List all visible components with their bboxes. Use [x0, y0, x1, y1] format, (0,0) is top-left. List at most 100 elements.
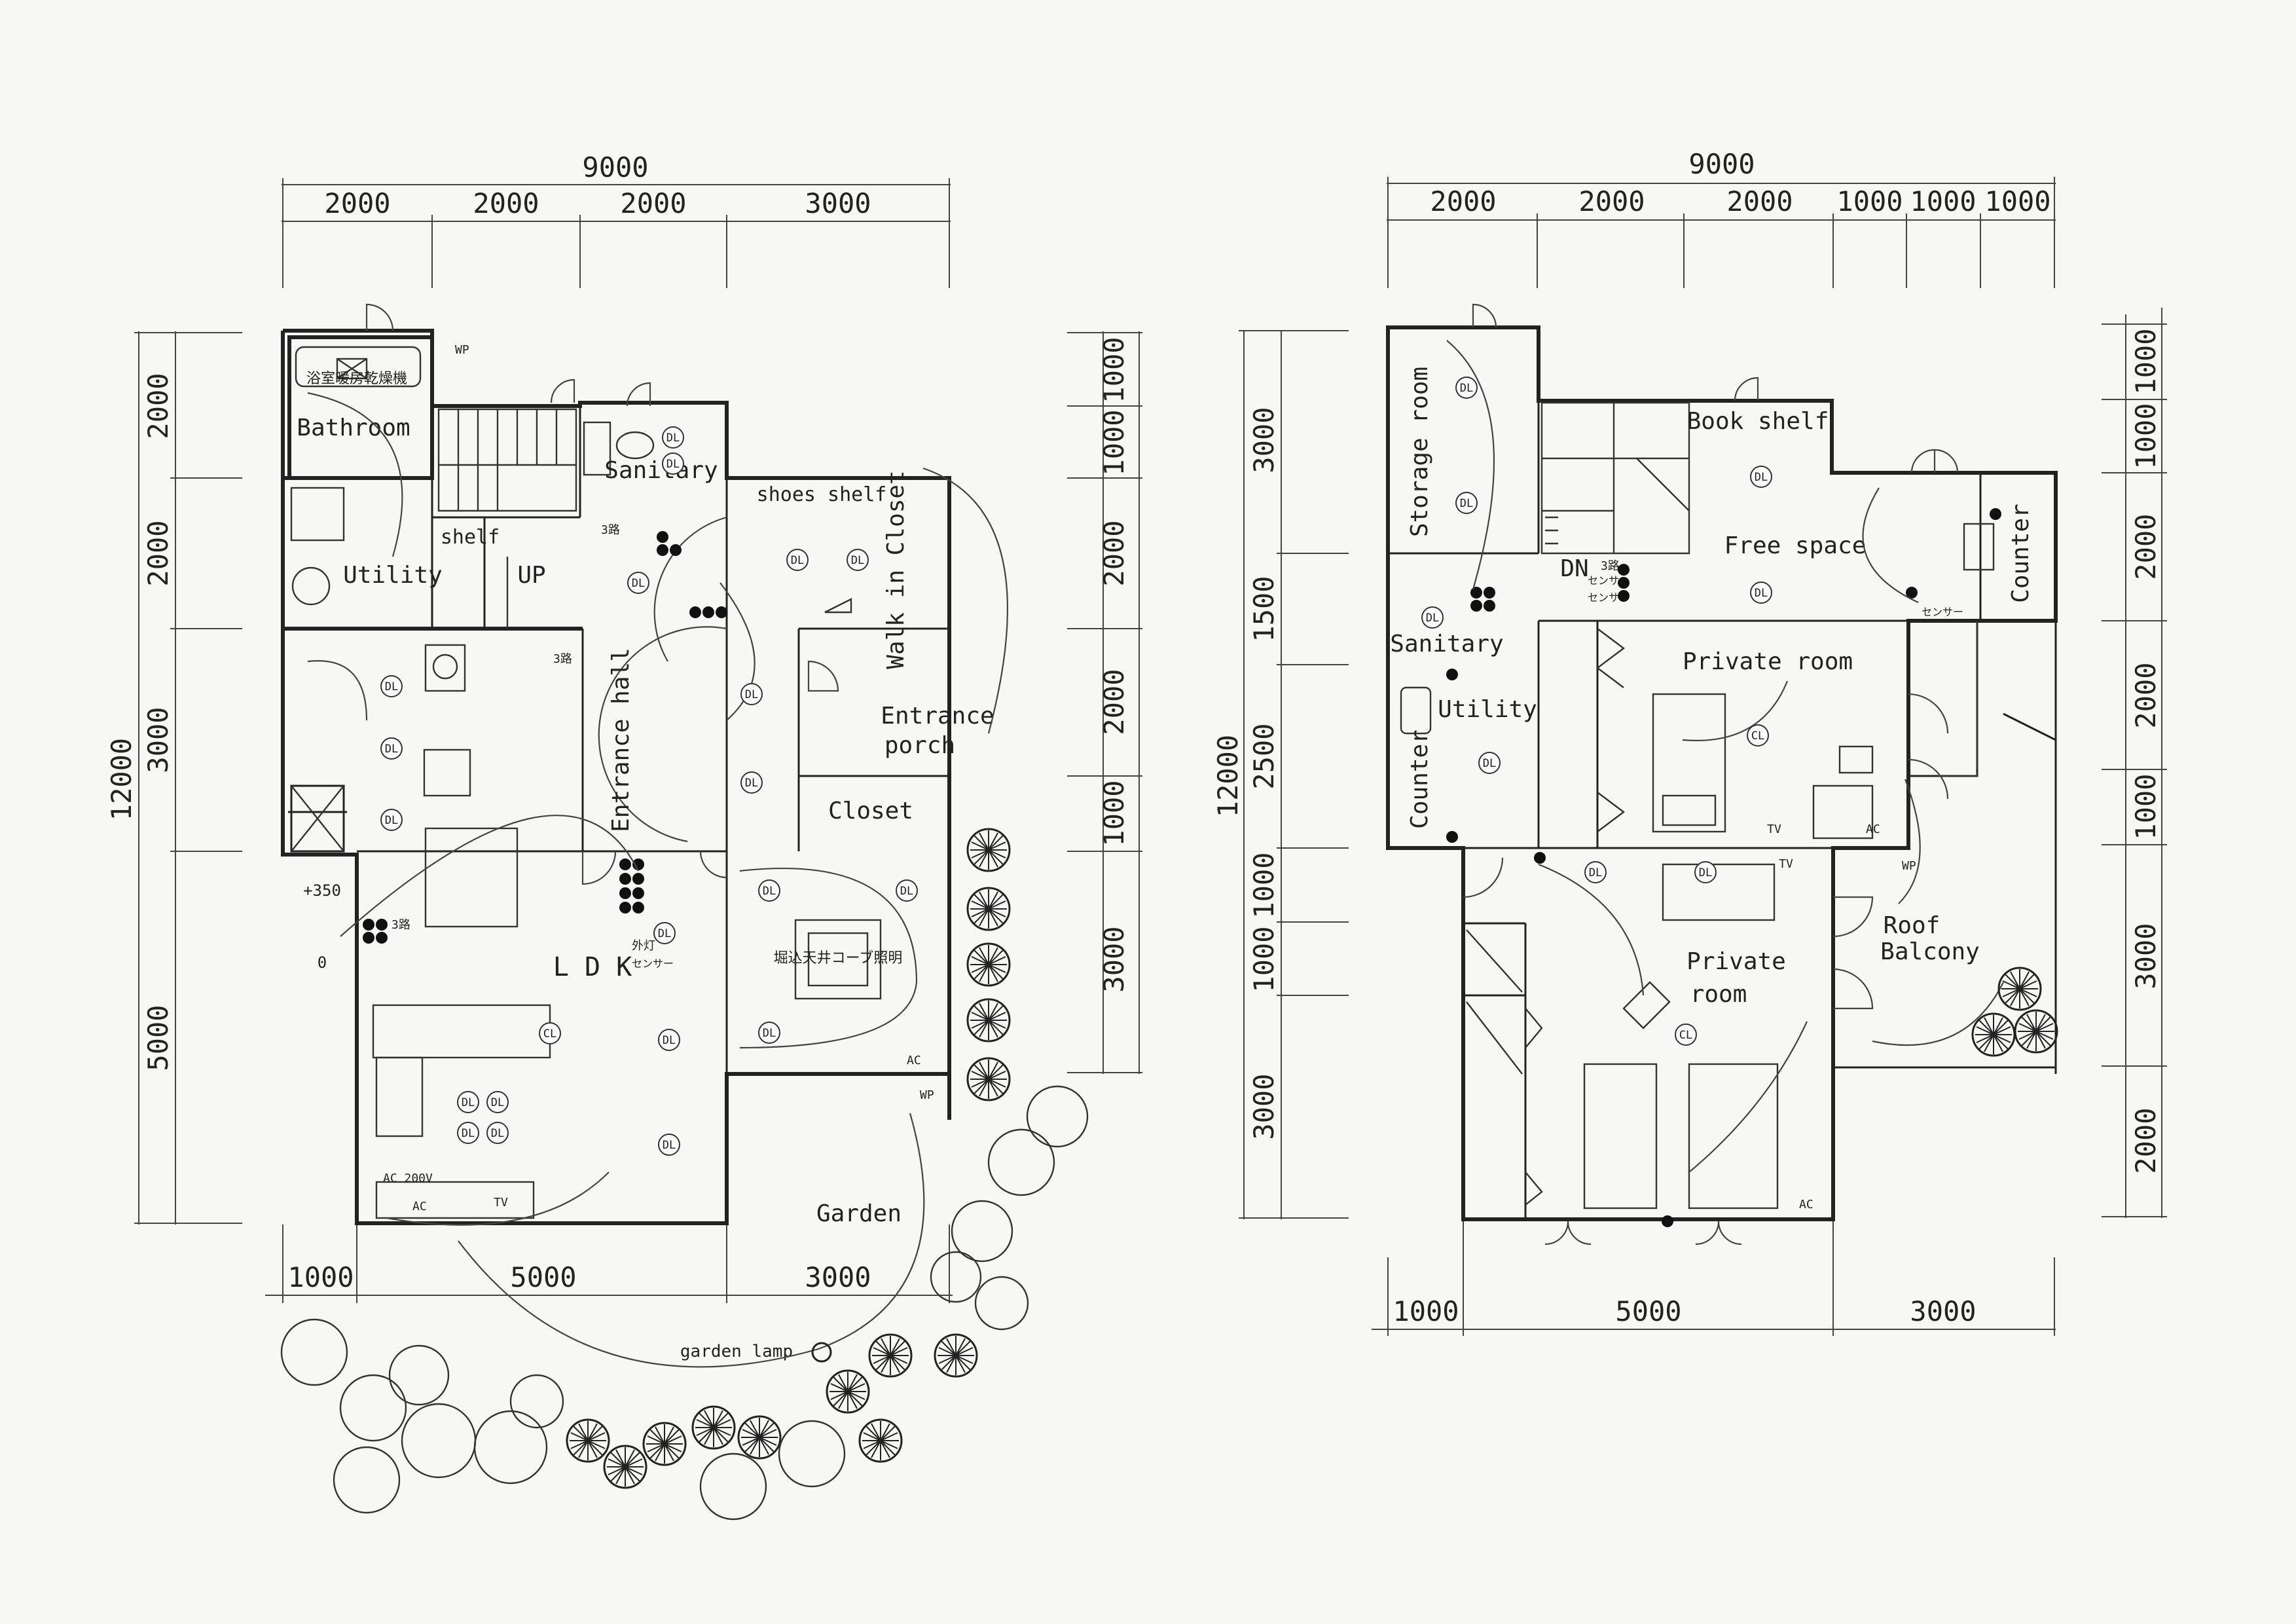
fixture-symbol-label: DL	[851, 554, 864, 567]
upper-right-seg-6: 3000	[2130, 923, 2162, 989]
upper-top-dimensions: 9000 2000 2000 2000 1000 1000 1000	[1387, 148, 2056, 288]
fixture-symbol-label: DL	[1589, 866, 1602, 879]
downlight-symbol: DL	[658, 1029, 680, 1051]
ground-sanitary-label: Sanitary	[604, 457, 718, 484]
downlight-symbol: DL	[658, 1134, 680, 1156]
bathroom-label: Bathroom	[297, 415, 410, 441]
upper-right-seg-4: 2000	[2130, 662, 2162, 728]
ground-outdoor-light: 外灯	[632, 939, 655, 953]
ground-walls	[281, 329, 951, 1225]
fixture-symbol-label: DL	[745, 688, 758, 701]
ground-bottom-seg-3: 3000	[805, 1261, 871, 1293]
ground-bottom-seg-1: 1000	[287, 1261, 354, 1293]
fixture-symbol-label: CL	[543, 1027, 556, 1041]
ground-electrical-labels: WP WP AC AC AC 200V TV 3路 3路 3路 外灯 センサー	[383, 343, 934, 1213]
ldk-label: L D K	[553, 952, 632, 982]
ground-bottom-dimensions: 1000 5000 3000	[265, 1225, 953, 1303]
private-room-1-label: Private room	[1683, 648, 1853, 675]
downlight-symbol: DL	[457, 1122, 479, 1144]
ground-wp-2: WP	[920, 1088, 934, 1102]
upper-ac-1: AC	[1866, 822, 1880, 836]
fixture-symbol-label: DL	[658, 927, 671, 940]
fixture-symbol-label: DL	[462, 1127, 475, 1140]
upper-furniture	[1400, 523, 1995, 1209]
ground-ac-2: AC	[907, 1054, 921, 1067]
ceiling-light-symbol: CL	[1675, 1024, 1697, 1046]
upper-top-seg-4: 1000	[1836, 185, 1903, 217]
entrance-hall-label: Entrance hall	[608, 648, 634, 832]
ground-left-total: 12000	[105, 738, 137, 821]
fixture-symbol-label: DL	[385, 814, 398, 827]
upper-right-seg-3: 2000	[2130, 513, 2162, 580]
downlight-symbol: DL	[758, 1022, 780, 1044]
walk-in-closet-label: Walk in Closet	[883, 470, 909, 669]
ground-doors	[365, 303, 839, 885]
ground-room-labels: 浴室暖房乾燥機 Bathroom Utility shelf Sanitary …	[297, 371, 994, 1361]
fixture-symbol-label: DL	[1460, 382, 1473, 395]
ground-left-seg-4: 5000	[142, 1005, 174, 1071]
ground-ac200: AC 200V	[383, 1172, 433, 1185]
fixture-symbol-label: DL	[663, 1139, 676, 1152]
downlight-symbol: DL	[1694, 861, 1717, 883]
fixture-symbol-label: DL	[900, 885, 913, 898]
upper-tv-2: TV	[1779, 857, 1793, 871]
shoes-shelf-label: shoes shelf	[757, 483, 887, 506]
upper-walls	[1386, 325, 2058, 1221]
upper-sensor-3: センサー	[1922, 606, 1963, 618]
book-shelf-label: Book shelf	[1687, 408, 1829, 435]
upper-right-seg-5: 1000	[2130, 773, 2162, 840]
ground-right-seg-6: 3000	[1098, 926, 1130, 992]
entrance-porch-label-2: porch	[884, 732, 955, 759]
upper-left-seg-3: 2500	[1248, 723, 1280, 789]
ground-fixtures	[290, 346, 882, 1219]
upper-top-seg-1: 2000	[1430, 185, 1496, 217]
upper-wiring	[1446, 340, 2004, 1173]
fixture-symbol-label: DL	[1426, 612, 1439, 625]
downlight-symbol: DL	[740, 683, 763, 705]
downlight-symbol: DL	[662, 426, 684, 449]
ground-route3-3: 3路	[392, 918, 410, 932]
upper-stairs: DN	[1540, 401, 1690, 582]
ground-top-total: 9000	[582, 151, 648, 183]
ceiling-light-symbol: CL	[1747, 724, 1769, 747]
upper-top-seg-2: 2000	[1578, 185, 1645, 217]
fixture-symbol-label: DL	[1699, 866, 1712, 879]
ground-ac-1: AC	[412, 1200, 427, 1213]
ground-switch-marks	[363, 531, 727, 944]
downlight-symbol: DL	[758, 879, 780, 902]
ground-floor-plan: 9000 2000 2000 2000 3000 12000 2000 2000…	[105, 151, 1142, 1521]
light-fixtures: DL DL DL DL DL DL DL DL DL DL DL DL DL DL DL DL DL DL DL DL…	[380, 377, 1772, 1156]
ground-top-seg-3: 2000	[620, 187, 686, 219]
fixture-symbol-label: DL	[791, 554, 804, 567]
downlight-symbol: DL	[486, 1122, 509, 1144]
upper-room-labels: Storage room Book shelf Free space Count…	[1390, 367, 2034, 1008]
garden-lamp-symbol	[811, 1342, 832, 1363]
fixture-symbol-label: DL	[666, 432, 680, 445]
fixture-symbol-label: DL	[745, 777, 758, 790]
ground-wp-1: WP	[455, 343, 469, 357]
ground-sensor: センサー	[632, 957, 674, 970]
free-space-label: Free space	[1724, 532, 1867, 559]
ground-bottom-seg-2: 5000	[510, 1261, 576, 1293]
upper-left-dimensions: 12000 3000 1500 2500 1000 1000 3000	[1212, 330, 1349, 1219]
cove-light-label: 堀込天井コーブ照明	[774, 950, 903, 967]
garden-label: Garden	[816, 1200, 902, 1227]
upper-top-seg-3: 2000	[1726, 185, 1793, 217]
counter-right-label: Counter	[2007, 504, 2034, 603]
upper-floor-plan: 9000 2000 2000 2000 1000 1000 1000 12000…	[1212, 148, 2167, 1336]
fixture-symbol-label: DL	[385, 743, 398, 756]
upper-sanitary-label: Sanitary	[1390, 631, 1503, 657]
downlight-symbol: DL	[380, 675, 403, 697]
ground-top-seg-2: 2000	[473, 187, 539, 219]
roof-balcony-label-2: Balcony	[1880, 938, 1980, 965]
private-room-2-label-2: room	[1690, 981, 1747, 1008]
ground-right-seg-5: 1000	[1098, 780, 1130, 846]
garden-lamp-label: garden lamp	[680, 1342, 793, 1361]
ground-left-seg-2: 2000	[142, 520, 174, 586]
fixture-symbol-label: DL	[1460, 497, 1473, 510]
downlight-symbol: DL	[627, 572, 649, 594]
upper-ac-2: AC	[1799, 1198, 1813, 1211]
upper-bottom-seg-1: 1000	[1393, 1295, 1459, 1327]
downlight-symbol: DL	[1455, 492, 1478, 514]
ground-right-shrubs	[966, 828, 1011, 1101]
